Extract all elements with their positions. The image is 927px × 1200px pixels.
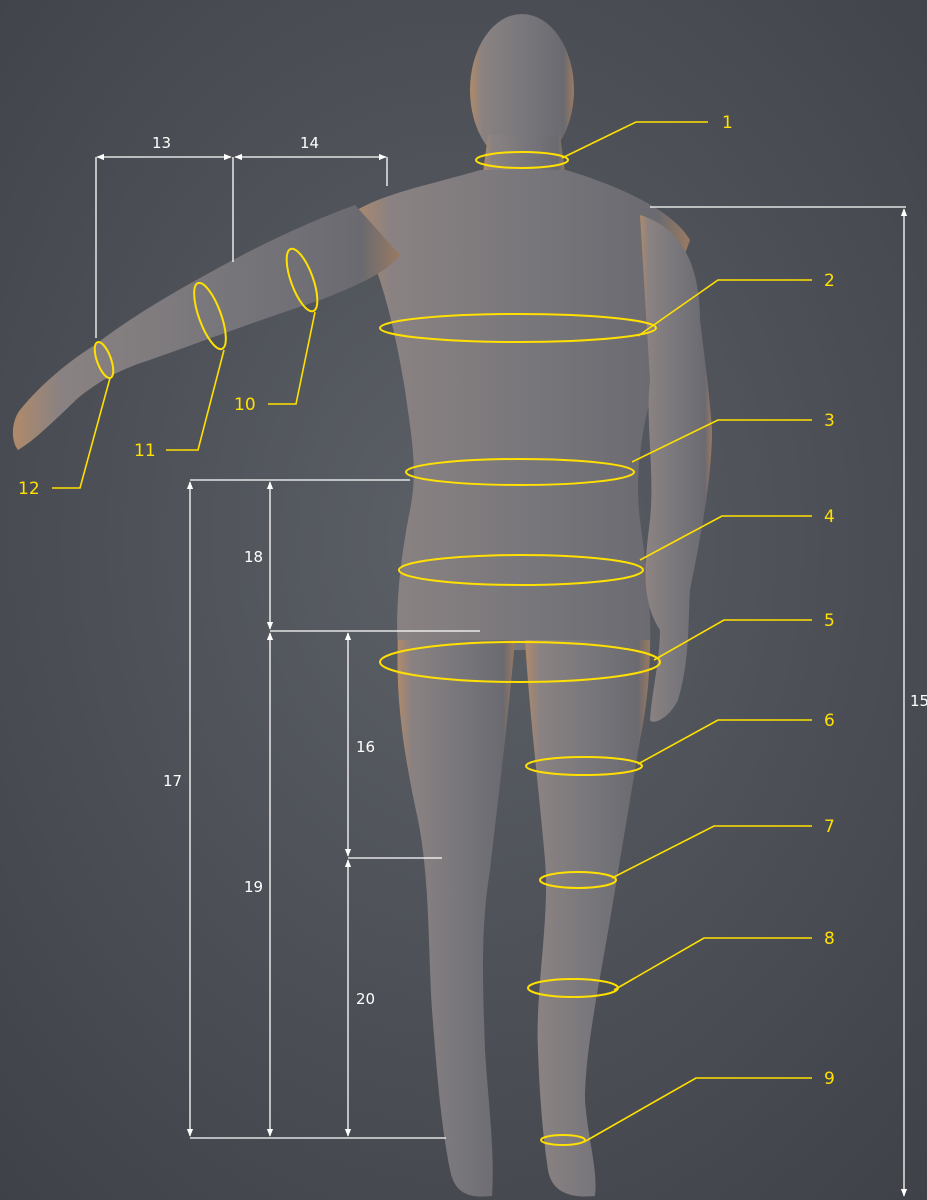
label-11: 11 — [134, 441, 156, 461]
label-13: 13 — [152, 134, 171, 152]
label-19: 19 — [244, 878, 263, 896]
label-8: 8 — [824, 929, 835, 949]
label-4: 4 — [824, 507, 835, 527]
label-6: 6 — [824, 711, 835, 731]
label-10: 10 — [234, 395, 256, 415]
label-7: 7 — [824, 817, 835, 837]
label-9: 9 — [824, 1069, 835, 1089]
label-17: 17 — [163, 772, 182, 790]
label-20: 20 — [356, 990, 375, 1008]
label-3: 3 — [824, 411, 835, 431]
label-2: 2 — [824, 271, 835, 291]
label-14: 14 — [300, 134, 319, 152]
label-1: 1 — [722, 113, 733, 133]
label-5: 5 — [824, 611, 835, 631]
label-15: 15 — [910, 692, 927, 710]
label-12: 12 — [18, 479, 40, 499]
label-16: 16 — [356, 738, 375, 756]
label-18: 18 — [244, 548, 263, 566]
